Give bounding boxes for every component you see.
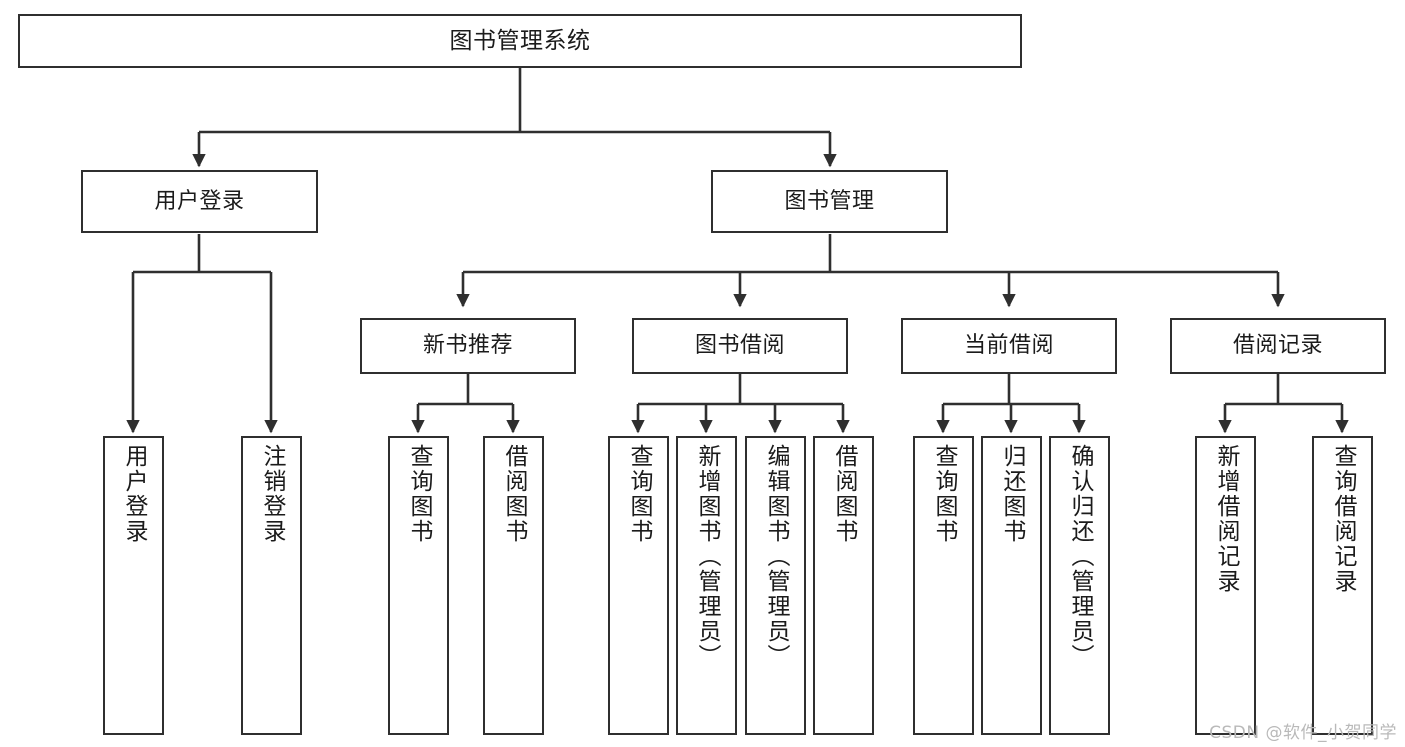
node-leaf-query-book-2[interactable]: 查询图书 — [608, 436, 669, 735]
node-label: 确认归还（管理员） — [1067, 444, 1093, 669]
node-borrow-record[interactable]: 借阅记录 — [1170, 318, 1386, 374]
node-label: 新增图书（管理员） — [694, 444, 720, 669]
node-label: 查询图书 — [406, 444, 432, 544]
node-leaf-logout-login[interactable]: 注销登录 — [241, 436, 302, 735]
node-book-management-system[interactable]: 图书管理系统 — [18, 14, 1022, 68]
node-label: 新增借阅记录 — [1213, 444, 1239, 594]
node-leaf-confirm-return[interactable]: 确认归还（管理员） — [1049, 436, 1110, 735]
node-label: 图书管理 — [784, 188, 875, 214]
node-label: 查询图书 — [626, 444, 652, 544]
node-leaf-borrow-book-1[interactable]: 借阅图书 — [483, 436, 544, 735]
node-label: 借阅图书 — [501, 444, 527, 544]
node-label: 用户登录 — [121, 444, 147, 544]
node-label: 注销登录 — [259, 444, 285, 544]
node-label: 当前借阅 — [963, 333, 1054, 359]
node-user-login[interactable]: 用户登录 — [81, 170, 318, 233]
node-leaf-add-book[interactable]: 新增图书（管理员） — [676, 436, 737, 735]
node-current-borrow[interactable]: 当前借阅 — [901, 318, 1117, 374]
node-book-management[interactable]: 图书管理 — [711, 170, 948, 233]
node-label: 图书借阅 — [694, 333, 785, 359]
node-leaf-query-book-1[interactable]: 查询图书 — [388, 436, 449, 735]
node-leaf-add-record[interactable]: 新增借阅记录 — [1195, 436, 1256, 735]
node-label: 用户登录 — [154, 188, 245, 214]
node-label: 查询图书 — [931, 444, 957, 544]
node-leaf-query-book-3[interactable]: 查询图书 — [913, 436, 974, 735]
node-book-borrow[interactable]: 图书借阅 — [632, 318, 848, 374]
node-leaf-return-book[interactable]: 归还图书 — [981, 436, 1042, 735]
node-label: 借阅记录 — [1232, 333, 1323, 359]
node-leaf-user-login[interactable]: 用户登录 — [103, 436, 164, 735]
node-leaf-query-record[interactable]: 查询借阅记录 — [1312, 436, 1373, 735]
node-label: 编辑图书（管理员） — [763, 444, 789, 669]
node-label: 图书管理系统 — [449, 27, 591, 54]
node-leaf-borrow-book-2[interactable]: 借阅图书 — [813, 436, 874, 735]
node-leaf-edit-book[interactable]: 编辑图书（管理员） — [745, 436, 806, 735]
node-new-book-recommend[interactable]: 新书推荐 — [360, 318, 576, 374]
node-label: 归还图书 — [999, 444, 1025, 544]
node-label: 借阅图书 — [831, 444, 857, 544]
node-label: 新书推荐 — [422, 333, 513, 359]
node-label: 查询借阅记录 — [1330, 444, 1356, 594]
